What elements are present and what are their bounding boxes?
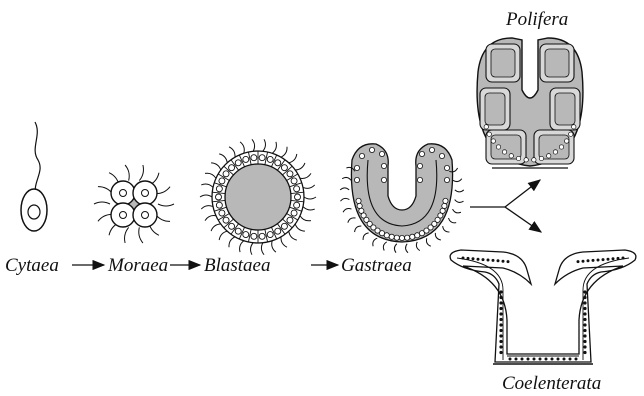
label-coelenterata: Coelenterata — [502, 373, 601, 394]
arrow-to-coelenterata — [505, 207, 541, 232]
label-moraea: Moraea — [107, 255, 168, 276]
label-blastaea: Blastaea — [204, 255, 271, 276]
polifera-figure — [477, 38, 583, 168]
gastraea-figure — [340, 144, 464, 253]
blastaea-figure — [200, 139, 316, 254]
moraea-figure — [94, 165, 174, 243]
label-polifera: Polifera — [505, 9, 568, 30]
coelenterata-figure — [450, 250, 636, 364]
label-gastraea: Gastraea — [341, 255, 412, 276]
label-cytaea: Cytaea — [5, 255, 59, 276]
arrow-to-polifera — [505, 180, 540, 207]
cytaea-figure — [21, 122, 47, 231]
